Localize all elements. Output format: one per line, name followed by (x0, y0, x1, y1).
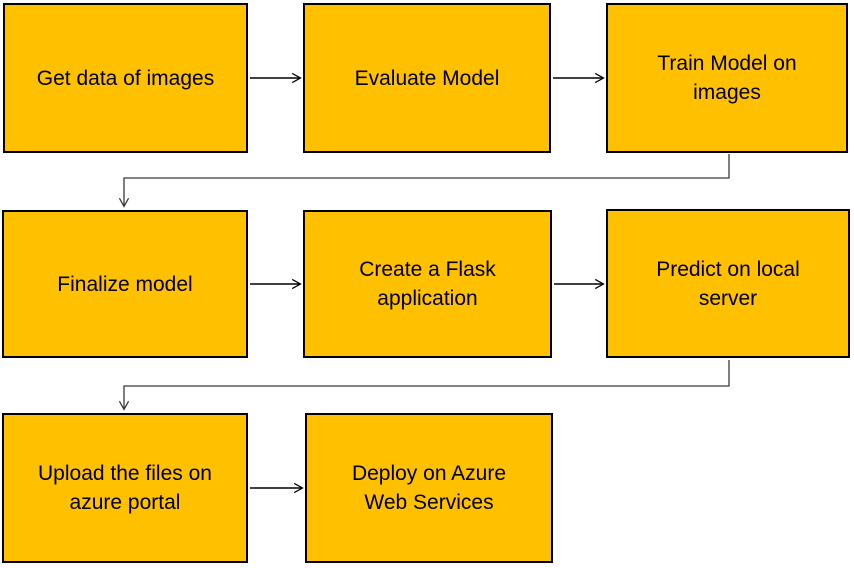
flow-node-evaluate-model: Evaluate Model (303, 3, 551, 153)
flow-node-label: Evaluate Model (354, 66, 500, 90)
elbow-predict-local-to-upload-azure (118, 360, 730, 411)
flow-node-upload-azure: Upload the files on azure portal (2, 413, 248, 563)
flow-node-deploy-azure: Deploy on Azure Web Services (305, 413, 553, 563)
flow-node-label: Create a Flask application (359, 258, 496, 310)
elbow-train-model-to-finalize-model (118, 154, 730, 208)
flow-node-get-data: Get data of images (3, 3, 248, 153)
flow-node-label: Upload the files on azure portal (38, 462, 212, 514)
flow-node-train-model: Train Model on images (606, 3, 848, 153)
flow-node-create-flask: Create a Flask application (303, 210, 552, 358)
flow-node-label: Train Model on images (657, 52, 797, 104)
flow-node-label: Deploy on Azure Web Services (351, 462, 507, 514)
flow-node-predict-local: Predict on local server (606, 209, 850, 358)
flow-node-label: Get data of images (36, 66, 215, 90)
flow-node-label: Finalize model (57, 272, 193, 296)
flow-node-label: Predict on local server (656, 257, 800, 310)
flow-node-finalize-model: Finalize model (2, 210, 248, 358)
